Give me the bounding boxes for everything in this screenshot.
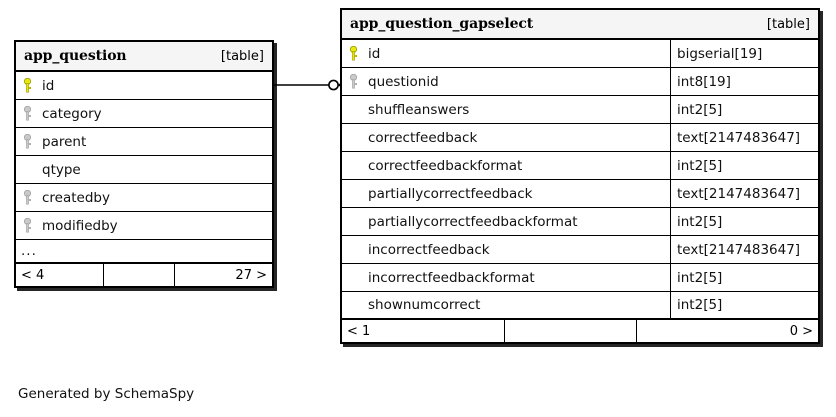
foreign-key-icon (23, 218, 42, 233)
column-name-cell: shownumcorrect (342, 292, 670, 318)
primary-key-icon (349, 46, 368, 61)
column-label: modifiedby (42, 217, 118, 234)
column-type-cell: bigserial[19] (670, 40, 818, 67)
table-app-question[interactable]: app_question [table] id (14, 40, 274, 288)
column-type-cell: int2[5] (670, 264, 818, 291)
column-name-cell: shuffleanswers (342, 96, 670, 123)
column-row-createdby[interactable]: createdby (16, 184, 272, 212)
column-label: category (42, 105, 102, 122)
column-row-correctfeedbackformat[interactable]: correctfeedbackformat int2[5] (342, 152, 818, 180)
column-type-cell: text[2147483647] (670, 124, 818, 151)
column-type-cell: text[2147483647] (670, 236, 818, 263)
column-label: partiallycorrectfeedbackformat (368, 213, 578, 230)
table-app-question-gapselect[interactable]: app_question_gapselect [table] id bigser… (340, 8, 820, 344)
incoming-relations-count[interactable]: < 1 (347, 323, 371, 339)
column-label: shuffleanswers (368, 101, 470, 118)
column-label: incorrectfeedbackformat (368, 269, 535, 286)
column-label: partiallycorrectfeedback (368, 185, 533, 202)
more-columns-indicator: ... (16, 240, 272, 264)
column-row-correctfeedback[interactable]: correctfeedback text[2147483647] (342, 124, 818, 152)
column-type-label: text[2147483647] (677, 129, 801, 146)
column-name-cell: qtype (16, 156, 272, 183)
table-type-tag: [table] (766, 16, 810, 32)
foreign-key-icon (23, 134, 42, 149)
column-type-cell: int8[19] (670, 68, 818, 95)
column-name-cell: incorrectfeedback (342, 236, 670, 263)
column-name-cell: incorrectfeedbackformat (342, 264, 670, 291)
relationship-connector-app-question-to-gapselect[interactable] (274, 70, 346, 100)
column-type-label: int2[5] (677, 213, 723, 230)
incoming-relations-count[interactable]: < 4 (21, 267, 45, 283)
column-name-cell: partiallycorrectfeedbackformat (342, 208, 670, 235)
column-type-label: int8[19] (677, 73, 731, 90)
column-name-cell: createdby (16, 184, 272, 211)
table-header-app-question: app_question [table] (16, 42, 272, 72)
table-type-tag: [table] (220, 48, 264, 64)
column-type-cell: int2[5] (670, 152, 818, 179)
column-type-label: text[2147483647] (677, 241, 801, 258)
column-name-cell: id (16, 72, 272, 99)
column-name-cell: correctfeedbackformat (342, 152, 670, 179)
column-row-shownumcorrect[interactable]: shownumcorrect int2[5] (342, 292, 818, 320)
column-row-partiallycorrectfeedbackformat[interactable]: partiallycorrectfeedbackformat int2[5] (342, 208, 818, 236)
table-name-label: app_question_gapselect (350, 16, 534, 32)
outgoing-relations-count[interactable]: 27 > (235, 267, 267, 283)
column-row-qtype[interactable]: qtype (16, 156, 272, 184)
cardinality-zero-circle-marker (328, 79, 339, 91)
column-row-id[interactable]: id bigserial[19] (342, 40, 818, 68)
column-name-cell: id (342, 40, 670, 67)
table-header-app-question-gapselect: app_question_gapselect [table] (342, 10, 818, 40)
foreign-key-icon (23, 106, 42, 121)
table-footer-app-question: < 4 27 > (16, 264, 272, 286)
column-type-label: int2[5] (677, 269, 723, 286)
column-name-cell: correctfeedback (342, 124, 670, 151)
column-row-questionid[interactable]: questionid int8[19] (342, 68, 818, 96)
table-name-label: app_question (24, 48, 127, 64)
column-type-label: bigserial[19] (677, 45, 763, 62)
column-type-label: int2[5] (677, 297, 723, 313)
column-name-cell: modifiedby (16, 212, 272, 239)
column-type-cell: int2[5] (670, 208, 818, 235)
column-name-cell: questionid (342, 68, 670, 95)
generated-by-caption: Generated by SchemaSpy (18, 386, 195, 402)
column-row-shuffleanswers[interactable]: shuffleanswers int2[5] (342, 96, 818, 124)
column-name-cell: category (16, 100, 272, 127)
table-footer-app-question-gapselect: < 1 0 > (342, 320, 818, 342)
column-type-label: int2[5] (677, 157, 723, 174)
column-name-cell: partiallycorrectfeedback (342, 180, 670, 207)
column-label: qtype (42, 161, 81, 178)
footer-middle-cell (503, 320, 638, 342)
column-row-category[interactable]: category (16, 100, 272, 128)
column-type-label: text[2147483647] (677, 185, 801, 202)
column-name-cell: parent (16, 128, 272, 155)
more-columns-label: ... (21, 243, 37, 259)
column-row-incorrectfeedback[interactable]: incorrectfeedback text[2147483647] (342, 236, 818, 264)
column-row-incorrectfeedbackformat[interactable]: incorrectfeedbackformat int2[5] (342, 264, 818, 292)
column-row-parent[interactable]: parent (16, 128, 272, 156)
column-label: incorrectfeedback (368, 241, 490, 258)
column-type-label: int2[5] (677, 101, 723, 118)
foreign-key-icon (23, 190, 42, 205)
column-type-cell: int2[5] (670, 96, 818, 123)
footer-middle-cell (103, 264, 175, 286)
column-row-id[interactable]: id (16, 72, 272, 100)
outgoing-relations-count[interactable]: 0 > (789, 323, 813, 339)
column-label: shownumcorrect (368, 297, 481, 313)
primary-key-icon (23, 78, 42, 93)
foreign-key-icon (349, 74, 368, 89)
column-row-partiallycorrectfeedback[interactable]: partiallycorrectfeedback text[2147483647… (342, 180, 818, 208)
column-label: id (368, 45, 381, 62)
column-label: id (42, 77, 55, 94)
column-label: questionid (368, 73, 439, 90)
column-row-modifiedby[interactable]: modifiedby (16, 212, 272, 240)
column-label: createdby (42, 189, 110, 206)
column-type-cell: text[2147483647] (670, 180, 818, 207)
column-label: correctfeedbackformat (368, 157, 523, 174)
column-type-cell: int2[5] (670, 292, 818, 318)
column-label: correctfeedback (368, 129, 478, 146)
column-label: parent (42, 133, 87, 150)
